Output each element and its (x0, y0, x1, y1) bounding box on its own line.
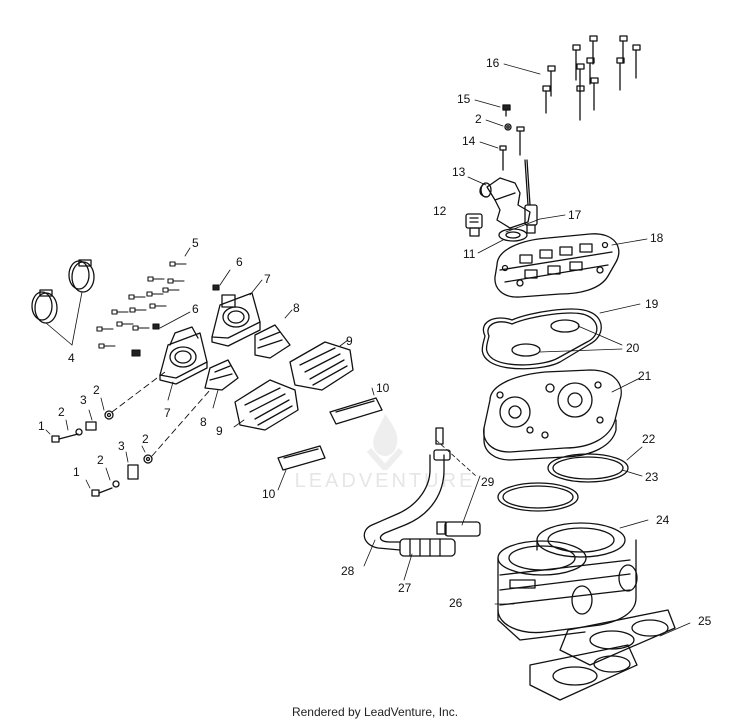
callout-5: 5 (192, 236, 199, 250)
bolts-16 (503, 35, 641, 121)
callout-23: 23 (645, 470, 659, 484)
callout-6-lower: 6 (192, 302, 199, 316)
callout-2-c: 2 (142, 432, 149, 446)
callout-21: 21 (638, 369, 652, 383)
callout-7-upper: 7 (264, 272, 271, 286)
base-gaskets-25 (529, 609, 691, 701)
callout-3-a: 3 (80, 393, 87, 407)
reed-bolts-5 (96, 247, 231, 357)
callout-15: 15 (457, 92, 471, 106)
footer-credit: Rendered by LeadVenture, Inc. (291, 705, 459, 719)
callout-10-upper: 10 (376, 381, 390, 395)
callout-8-upper: 8 (293, 301, 300, 315)
callout-17: 17 (568, 208, 582, 222)
reed-housing-7 (159, 279, 263, 401)
callout-9-lower: 9 (216, 424, 223, 438)
callout-13: 13 (452, 165, 466, 179)
hose-clamps-4 (31, 259, 95, 346)
callout-1-a: 1 (38, 419, 45, 433)
callout-3-b: 3 (118, 439, 125, 453)
callout-8-lower: 8 (200, 415, 207, 429)
callout-18: 18 (650, 231, 664, 245)
callout-20: 20 (626, 341, 640, 355)
callout-11: 11 (463, 247, 476, 261)
spacer-8 (204, 309, 293, 409)
callout-27: 27 (398, 581, 412, 595)
reed-cage-9 (233, 339, 354, 431)
fittings-1-2-3 (45, 371, 211, 497)
head-gaskets-22-23 (497, 446, 643, 512)
callout-labels: 16 15 2 14 13 12 17 11 18 19 20 21 22 23… (38, 56, 712, 628)
watermark-logo: LEADVENTURE (270, 410, 500, 493)
callout-9-upper: 9 (346, 334, 353, 348)
callout-12: 12 (433, 204, 447, 218)
callout-24: 24 (656, 513, 670, 527)
callout-29: 29 (481, 475, 495, 489)
sensor-17 (505, 159, 566, 234)
callout-28: 28 (341, 564, 355, 578)
reed-gasket-10 (277, 387, 383, 491)
callout-14: 14 (462, 134, 476, 148)
callout-1-b: 1 (73, 465, 80, 479)
fitting-12 (465, 213, 483, 237)
callout-6-upper: 6 (236, 255, 243, 269)
callout-2-upper: 2 (475, 112, 482, 126)
callout-25: 25 (698, 614, 712, 628)
head-cover-18 (494, 233, 648, 298)
callout-16: 16 (486, 56, 500, 70)
cylinder-block-24 (494, 519, 649, 641)
gasket-11 (477, 228, 528, 254)
callout-2-d: 2 (97, 453, 104, 467)
small-fasteners-upper (474, 99, 525, 171)
head-seal-19 (481, 303, 641, 370)
cylinder-head-21 (483, 369, 641, 461)
callout-2-a: 2 (93, 383, 100, 397)
callout-7-lower: 7 (164, 406, 171, 420)
hose-assembly-27-29 (363, 427, 481, 581)
thermostat-housing-13 (467, 176, 531, 229)
callout-4: 4 (68, 351, 75, 365)
callout-10-lower: 10 (262, 487, 276, 501)
callout-26: 26 (449, 596, 463, 610)
callout-19: 19 (645, 297, 659, 311)
callout-2-b: 2 (58, 405, 65, 419)
callout-22: 22 (642, 432, 656, 446)
watermark-text: LEADVENTURE (294, 470, 476, 492)
